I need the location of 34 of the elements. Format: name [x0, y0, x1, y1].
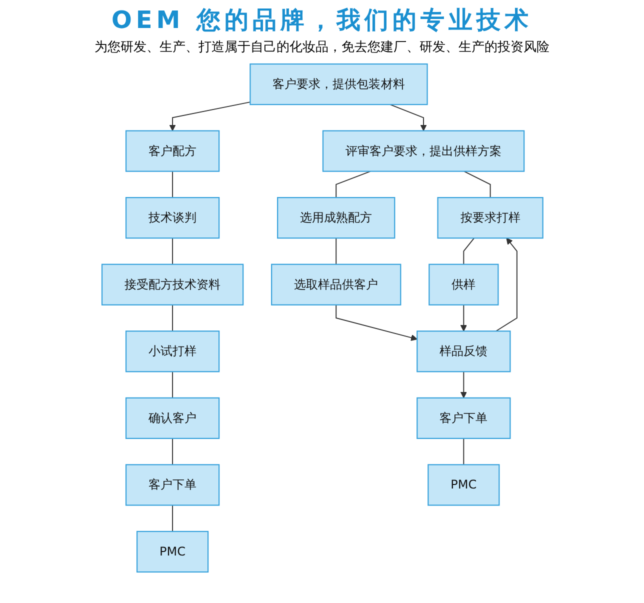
arrow [460, 371, 467, 398]
connector [172, 304, 173, 332]
node-box: 客户下单 [125, 464, 220, 506]
node-box: 客户下单 [416, 397, 510, 439]
node-box: 评审客户要求，提出供样方案 [322, 130, 524, 172]
arrow [460, 304, 467, 332]
connector [172, 438, 173, 466]
connector [335, 170, 371, 198]
arrow [335, 304, 418, 341]
connector [172, 170, 173, 198]
title: OEM 您的品牌，我们的专业技术 [110, 5, 534, 36]
connector [172, 371, 173, 398]
node-box: 选用成熟配方 [276, 197, 395, 239]
node-box: 小试打样 [125, 330, 220, 372]
node-box: 客户配方 [125, 130, 220, 172]
node-box: PMC [136, 530, 208, 573]
connector [335, 238, 336, 265]
node-box: 供样 [428, 264, 498, 306]
node-box: 接受配方技术资料 [101, 264, 244, 306]
node-box: 技术谈判 [125, 197, 220, 239]
arrow [495, 238, 517, 332]
node-box: 选取样品供客户 [270, 264, 401, 306]
connector [462, 238, 474, 265]
node-box: PMC [427, 464, 500, 506]
connector [172, 504, 173, 532]
subtitle: 为您研发、生产、打造属于自己的化妆品，免去您建厂、研发、生产的投资风险 [94, 39, 550, 56]
node-box: 确认客户 [125, 397, 220, 439]
connector [463, 170, 490, 198]
connector [462, 438, 464, 466]
node-box: 客户要求，提供包装材料 [249, 63, 428, 106]
arrow [168, 102, 250, 132]
node-box: 按要求打样 [436, 197, 543, 239]
node-box: 样品反馈 [416, 330, 510, 372]
connector [172, 238, 173, 265]
